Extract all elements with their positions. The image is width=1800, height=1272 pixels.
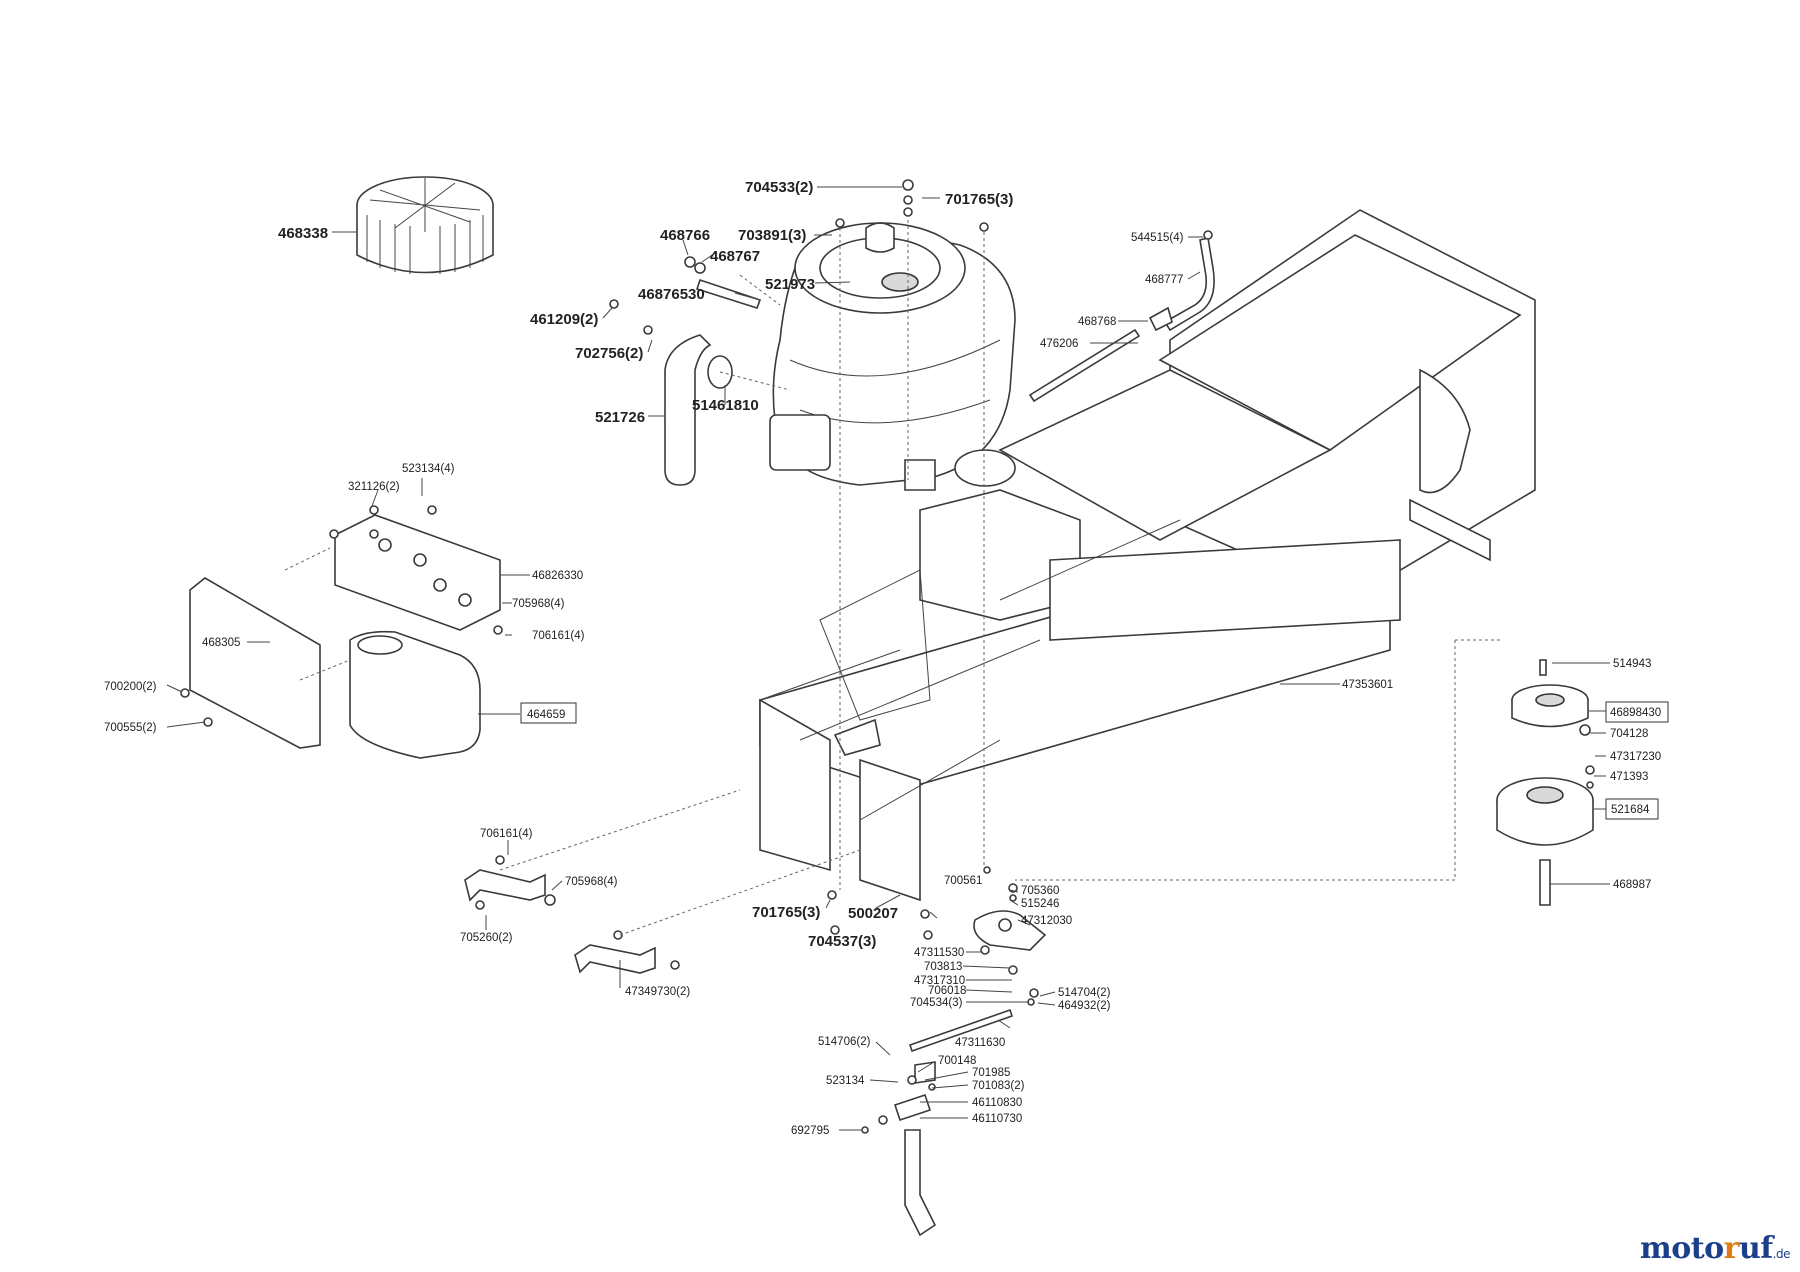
label-471393[interactable]: 471393 [1610,771,1648,783]
label-468768[interactable]: 468768 [1078,316,1116,328]
label-46110830[interactable]: 46110830 [972,1097,1022,1109]
idler-arm[interactable] [973,910,1047,951]
brand-part-3: uf [1738,1231,1773,1266]
label-701985[interactable]: 701985 [972,1067,1010,1079]
label-box-464659 [520,702,577,724]
label-521726[interactable]: 521726 [595,409,645,426]
assembly-guide-lines [284,220,1500,936]
axle-bracket-upper[interactable] [464,869,546,902]
label-701765-3-top[interactable]: 701765(3) [945,191,1013,208]
label-523134-4[interactable]: 523134(4) [402,463,455,475]
label-700555-2[interactable]: 700555(2) [104,722,157,734]
label-468305[interactable]: 468305 [202,637,240,649]
part-number-labels: 468338 704533(2) 701765(3) 703891(3) 468… [104,179,1661,1137]
brand-part-1: moto [1640,1231,1724,1266]
label-461209-2[interactable]: 461209(2) [530,311,598,328]
label-464659[interactable]: 464659 [527,709,565,721]
intake-hose[interactable] [664,278,762,486]
label-47353601[interactable]: 47353601 [1342,679,1393,691]
label-47317230[interactable]: 47317230 [1610,751,1661,763]
label-704533-2[interactable]: 704533(2) [745,179,813,196]
label-468987[interactable]: 468987 [1613,879,1651,891]
label-705968-4-top[interactable]: 705968(4) [512,598,565,610]
label-514706-2[interactable]: 514706(2) [818,1036,871,1048]
label-47349730-2[interactable]: 47349730(2) [625,986,690,998]
label-701765-3-bot[interactable]: 701765(3) [752,904,820,921]
label-544515-4[interactable]: 544515(4) [1131,232,1184,244]
label-523134[interactable]: 523134 [826,1075,865,1087]
label-46876530[interactable]: 46876530 [638,286,705,303]
label-705360[interactable]: 705360 [1021,885,1059,897]
label-514704-2[interactable]: 514704(2) [1058,987,1111,999]
leader-lines [166,186,1610,1131]
label-700200-2[interactable]: 700200(2) [104,681,157,693]
fuel-line[interactable] [1028,237,1215,403]
label-468777[interactable]: 468777 [1145,274,1183,286]
label-468338[interactable]: 468338 [278,225,328,242]
brand-suffix: .de [1772,1247,1791,1261]
label-705260-2[interactable]: 705260(2) [460,932,513,944]
label-46898430[interactable]: 46898430 [1610,707,1661,719]
label-47317310[interactable]: 47317310 [914,975,965,987]
pulley-assembly[interactable] [1511,659,1589,728]
label-box-46898430 [1605,701,1669,723]
label-500207[interactable]: 500207 [848,905,898,922]
label-702756-2[interactable]: 702756(2) [575,345,643,362]
label-47311530[interactable]: 47311530 [914,947,964,959]
label-321126-2[interactable]: 321126(2) [348,481,400,493]
label-704537-3[interactable]: 704537(3) [808,933,876,950]
label-476206[interactable]: 476206 [1040,338,1078,350]
label-706161-4-top[interactable]: 706161(4) [532,630,585,642]
brake-rod[interactable] [908,1008,1014,1053]
label-706018[interactable]: 706018 [928,985,966,997]
label-705968-4-bot[interactable]: 705968(4) [565,876,618,888]
engine[interactable] [769,222,1016,491]
engine-mount-bracket[interactable] [334,514,501,631]
muffler[interactable] [349,630,481,759]
label-700148[interactable]: 700148 [938,1055,976,1067]
label-514943[interactable]: 514943 [1613,658,1651,670]
chassis-frame[interactable] [759,209,1536,902]
label-704534-3[interactable]: 704534(3) [910,997,963,1009]
label-515246[interactable]: 515246 [1021,898,1059,910]
label-701083-2[interactable]: 701083(2) [972,1080,1025,1092]
label-521684[interactable]: 521684 [1611,804,1650,816]
label-47312030[interactable]: 47312030 [1021,915,1072,927]
label-703891-3[interactable]: 703891(3) [738,227,806,244]
label-700561[interactable]: 700561 [944,875,982,887]
axle-bracket-lower[interactable] [574,944,656,974]
label-51461810[interactable]: 51461810 [692,397,759,414]
label-47311630[interactable]: 47311630 [955,1037,1005,1049]
label-703813[interactable]: 703813 [924,961,962,973]
electric-clutch[interactable] [1496,777,1594,906]
label-692795[interactable]: 692795 [791,1125,829,1137]
label-521973[interactable]: 521973 [765,276,815,293]
label-468767[interactable]: 468767 [710,248,760,265]
label-46110730[interactable]: 46110730 [972,1113,1022,1125]
label-706161-4-bot[interactable]: 706161(4) [480,828,533,840]
hardware-fasteners [180,179,1595,1134]
label-464932-2[interactable]: 464932(2) [1058,1000,1111,1012]
brand-part-2: r [1723,1231,1740,1266]
air-filter-cover[interactable] [356,176,494,274]
muffler-heat-shield[interactable] [189,577,321,749]
brand-logo: motoruf.de [1640,1231,1790,1266]
label-46826330[interactable]: 46826330 [532,570,583,582]
label-704128[interactable]: 704128 [1610,728,1648,740]
label-468766[interactable]: 468766 [660,227,710,244]
